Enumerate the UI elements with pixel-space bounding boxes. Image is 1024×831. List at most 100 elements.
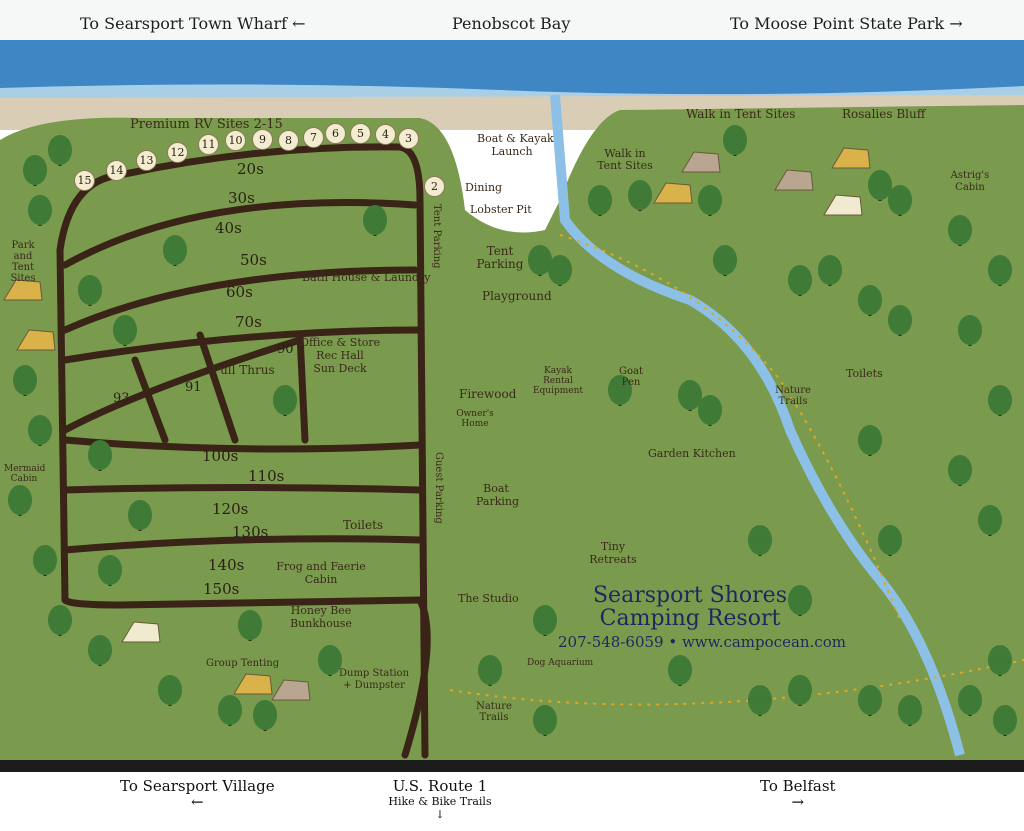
section-140s: 140s <box>208 556 245 574</box>
tree-icon <box>748 685 772 716</box>
rv-site-2: 2 <box>424 176 445 197</box>
walk-in-tent-sites-label: Walk in Tent Sites <box>686 107 796 121</box>
tree-icon <box>363 205 387 236</box>
section-93: 93 <box>113 391 130 406</box>
office-store: Office & Store <box>300 336 381 349</box>
section-30s: 30s <box>228 189 255 207</box>
rv-site-11: 11 <box>198 134 219 155</box>
section-90: 90 <box>277 342 294 357</box>
stream <box>550 94 965 757</box>
arrow-left-icon: ← <box>292 14 306 33</box>
tree-icon <box>28 195 52 226</box>
tree-icon <box>978 505 1002 536</box>
frog-faerie-cabin-label: Frog and Faerie Cabin <box>276 560 366 586</box>
tree-icon <box>478 655 502 686</box>
tree-icon <box>858 425 882 456</box>
tree-icon <box>988 255 1012 286</box>
bath-house-label: Bath House & Laundry <box>302 271 431 284</box>
tree-icon <box>8 485 32 516</box>
pull-thrus-label: Pull Thrus <box>212 363 275 377</box>
tree-icon <box>788 585 812 616</box>
hike-bike-trails: Hike & Bike Trails <box>388 795 492 808</box>
dump-station-label: Dump Station + Dumpster <box>338 668 410 691</box>
tent-icon <box>774 169 814 191</box>
tent-parking-label: Tent Parking <box>476 244 524 271</box>
tree-icon <box>548 255 572 286</box>
astrigs-cabin-label: Astrig's Cabin <box>950 170 990 193</box>
tree-icon <box>888 185 912 216</box>
nature-trails-label-2: Nature Trails <box>476 701 512 723</box>
tree-icon <box>98 555 122 586</box>
the-studio-label: The Studio <box>458 592 519 605</box>
tree-icon <box>698 185 722 216</box>
tree-icon <box>28 415 52 446</box>
toilets-label-2: Toilets <box>343 518 384 532</box>
tree-icon <box>788 265 812 296</box>
dining-label: Dining <box>465 181 503 194</box>
tent-icon <box>121 621 161 643</box>
kayak-rental-label: Kayak Rental Equipment <box>532 366 584 396</box>
to-belfast: To Belfast→ <box>760 777 836 811</box>
tree-icon <box>218 695 242 726</box>
tree-icon <box>158 675 182 706</box>
tree-icon <box>78 275 102 306</box>
rv-site-4: 4 <box>375 124 396 145</box>
lobster-pit-label: Lobster Pit <box>470 203 532 216</box>
tree-icon <box>253 700 277 731</box>
sun-deck: Sun Deck <box>313 362 367 375</box>
section-150s: 150s <box>203 580 240 598</box>
tree-icon <box>888 305 912 336</box>
tree-icon <box>238 610 262 641</box>
tree-icon <box>528 245 552 276</box>
section-110s: 110s <box>248 467 285 485</box>
tree-icon <box>988 385 1012 416</box>
section-91: 91 <box>185 380 202 395</box>
section-70s: 70s <box>235 313 262 331</box>
tent-icon <box>653 182 693 204</box>
resort-name-line2: Camping Resort <box>599 606 781 631</box>
tree-icon <box>948 455 972 486</box>
mermaid-cabin-label: Mermaid Cabin <box>4 464 46 484</box>
penobscot-bay: Penobscot Bay <box>452 14 571 33</box>
section-120s: 120s <box>212 500 249 518</box>
owners-home-label: Owner's Home <box>456 409 494 429</box>
tree-icon <box>88 440 112 471</box>
group-tenting-label: Group Tenting <box>206 658 280 669</box>
sky <box>0 0 1024 45</box>
section-40s: 40s <box>215 219 242 237</box>
dog-aquarium-label: Dog Aquarium <box>527 658 594 668</box>
resort-contact[interactable]: 207-548-6059 • www.campocean.com <box>558 633 846 651</box>
grass <box>0 105 1024 760</box>
tree-icon <box>858 285 882 316</box>
tree-icon <box>958 685 982 716</box>
to-searsport-village: To Searsport Village← <box>120 777 275 810</box>
boat-parking-label: Boat Parking <box>476 482 520 508</box>
tree-icon <box>628 180 652 211</box>
tree-icon <box>608 375 632 406</box>
tree-icon <box>318 645 342 676</box>
tree-icon <box>898 695 922 726</box>
rv-site-14: 14 <box>106 160 127 181</box>
tent-icon <box>233 673 273 695</box>
tent-parking-area-label: Tent Parking <box>431 204 442 269</box>
tent-icon <box>3 279 43 301</box>
label: To Moose Point State Park <box>730 14 945 33</box>
arrow-right-icon: → <box>791 793 805 811</box>
section-20s: 20s <box>237 160 264 178</box>
guest-parking-label: Guest Parking <box>433 452 444 524</box>
trail <box>449 234 1024 706</box>
tree-icon <box>748 525 772 556</box>
tree-icon <box>713 245 737 276</box>
tent-icon <box>681 151 721 173</box>
rv-site-6: 6 <box>325 123 346 144</box>
tree-icon <box>958 315 982 346</box>
tree-icon <box>48 135 72 166</box>
toilets-label: Toilets <box>846 367 883 380</box>
line2: Launch <box>491 145 533 158</box>
tree-icon <box>948 215 972 246</box>
tree-icon <box>588 185 612 216</box>
